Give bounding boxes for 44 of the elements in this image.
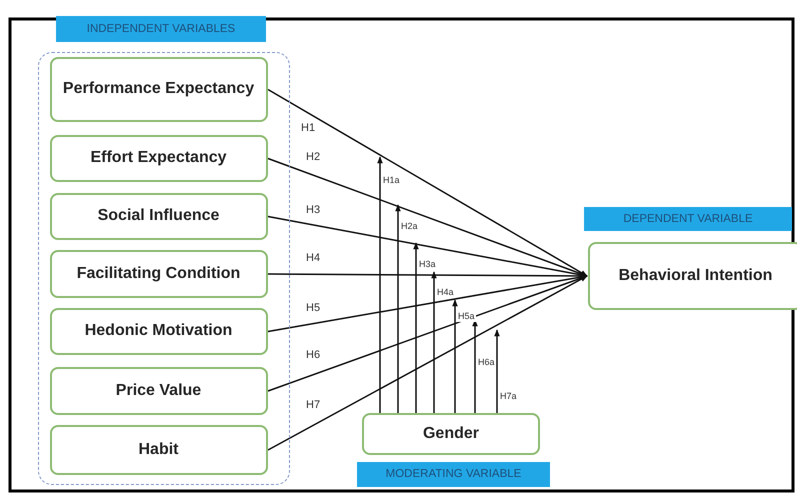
edge-label: H1a xyxy=(382,174,401,186)
variable-label: Effort Expectancy xyxy=(90,148,227,168)
arrow xyxy=(413,242,419,413)
variable-label: Performance Expectancy xyxy=(62,79,254,99)
variable-box xyxy=(50,56,268,122)
edge-label: H1 xyxy=(300,122,316,134)
arrow xyxy=(268,216,588,278)
arrow xyxy=(395,204,401,413)
variable-box xyxy=(50,424,268,474)
section-heading: MODERATING VARIABLE xyxy=(357,462,550,487)
edge-label: H3 xyxy=(305,204,322,216)
variable-box xyxy=(50,192,268,240)
edge-label: H5a xyxy=(457,310,476,322)
variable-label: Facilitating Condition xyxy=(76,264,240,284)
arrow xyxy=(268,275,588,451)
variable-box xyxy=(50,308,268,354)
variable-label: Gender xyxy=(422,424,479,444)
section-heading: DEPENDENT VARIABLE xyxy=(584,207,792,231)
section-heading: INDEPENDENT VARIABLES xyxy=(56,16,266,42)
edge-label: H6 xyxy=(305,349,322,361)
variable-label: Behavioral Intention xyxy=(618,266,772,286)
edge-label: H2 xyxy=(305,151,322,163)
edge-label: H4 xyxy=(305,252,322,264)
arrow xyxy=(268,275,588,392)
arrow xyxy=(431,271,437,413)
variable-box xyxy=(50,134,268,182)
variable-label: Hedonic Motivation xyxy=(84,321,232,341)
variable-box xyxy=(50,250,268,298)
variable-label: Price Value xyxy=(116,380,202,400)
edge-label: H7a xyxy=(499,390,518,402)
variable-label: Habit xyxy=(138,440,178,460)
edge-label: H2a xyxy=(400,220,419,232)
variable-label: Social Influence xyxy=(98,206,220,226)
arrow xyxy=(452,299,458,413)
edge-label: H5 xyxy=(305,302,322,314)
edge-label: H7 xyxy=(305,399,322,411)
edge-label: H6a xyxy=(477,356,496,368)
edge-label: H3a xyxy=(418,258,437,270)
arrow xyxy=(268,158,588,277)
arrow xyxy=(494,329,500,413)
arrow xyxy=(377,156,383,413)
edge-label: H4a xyxy=(436,286,455,298)
variable-box xyxy=(50,366,268,414)
arrow xyxy=(268,88,588,277)
